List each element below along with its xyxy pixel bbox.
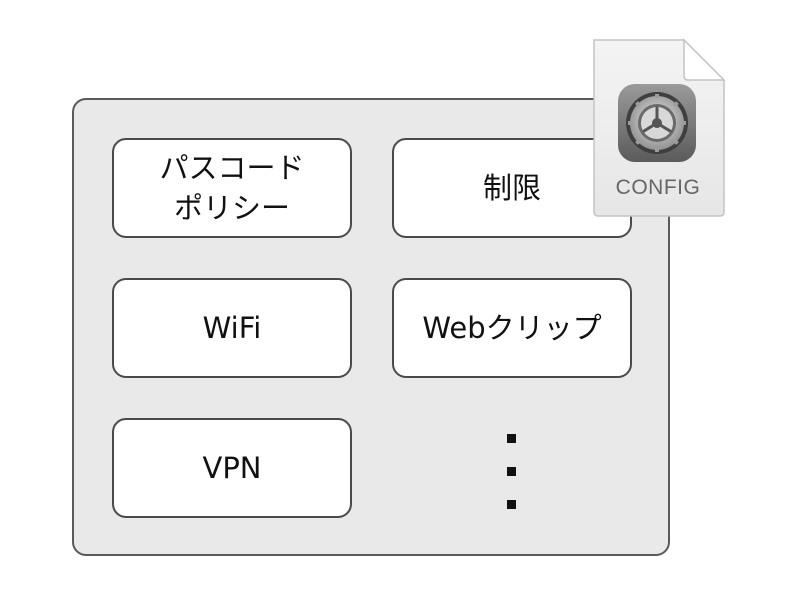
- ellipsis-dot: [507, 434, 516, 443]
- ellipsis-dot: [507, 467, 516, 476]
- ellipsis-dot: [507, 500, 516, 509]
- restrictions-box: 制限: [392, 138, 632, 238]
- passcode-policy-box: パスコード ポリシー: [112, 138, 352, 238]
- document-icon: [593, 38, 726, 217]
- config-label: CONFIG: [615, 176, 701, 199]
- settings-gear-icon: [618, 84, 696, 162]
- config-file-icon: CONFIG: [588, 36, 728, 218]
- wifi-box: WiFi: [112, 278, 352, 378]
- vpn-box: VPN: [112, 418, 352, 518]
- webclip-box: Webクリップ: [392, 278, 632, 378]
